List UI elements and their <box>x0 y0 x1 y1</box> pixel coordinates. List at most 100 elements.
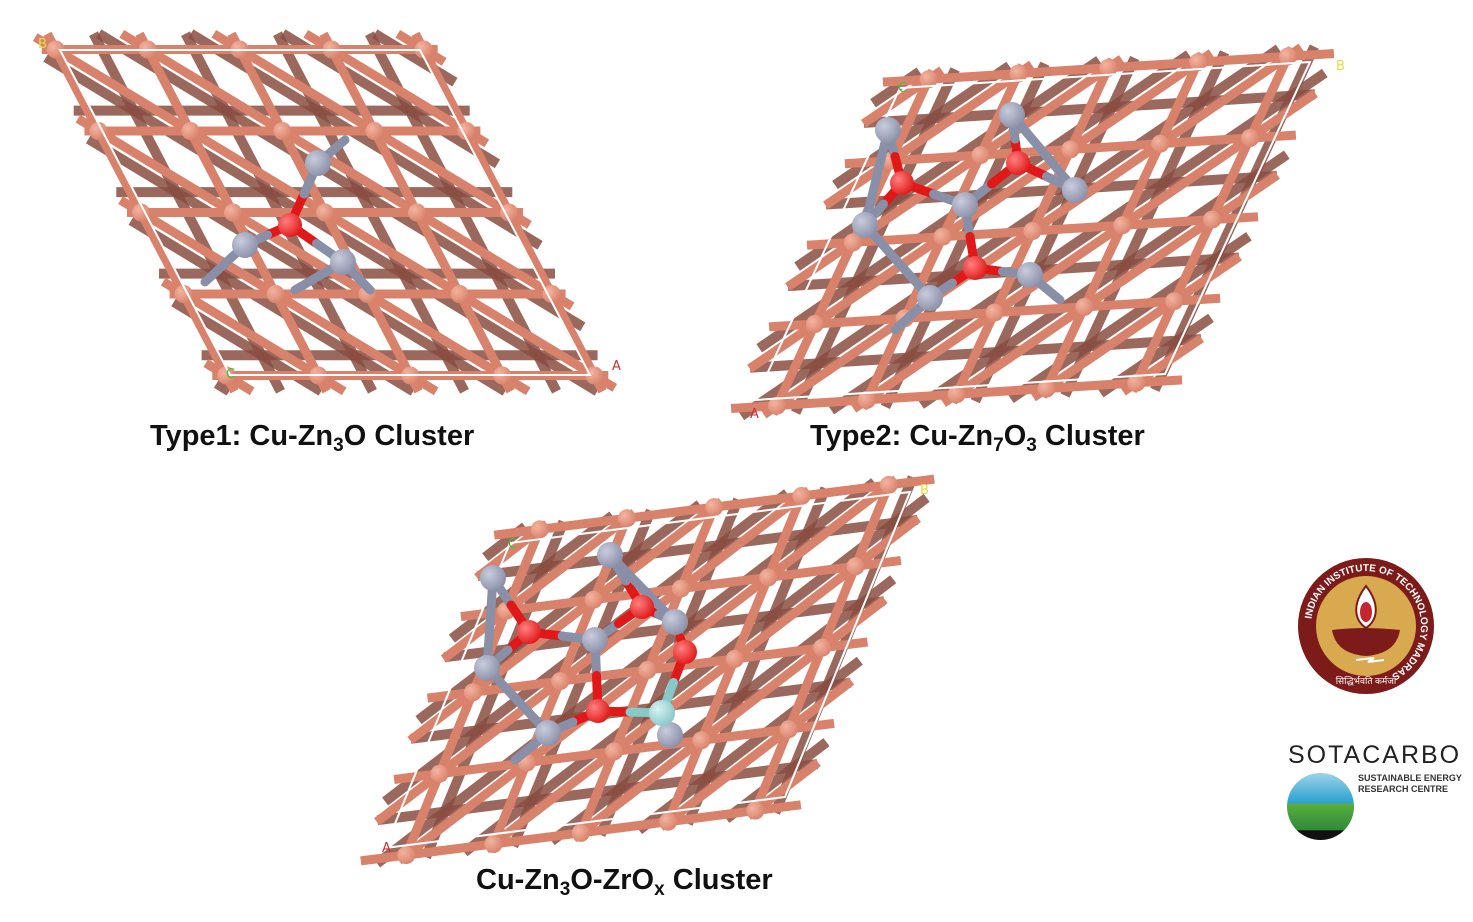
zn-atom <box>474 655 500 681</box>
cu-atom <box>1061 140 1080 159</box>
cu-atom <box>450 285 469 303</box>
caption-subscript: 3 <box>559 879 571 900</box>
bond <box>200 259 230 287</box>
cu-atom <box>414 40 433 59</box>
bond <box>352 271 375 295</box>
caption-text: Cu-Zn <box>476 864 560 896</box>
o-atom <box>630 595 654 619</box>
cu-bond <box>940 171 1280 407</box>
o-atom <box>673 640 697 664</box>
cu-atom <box>273 122 292 140</box>
cu-bond <box>483 514 921 854</box>
axis-label-b: B <box>920 483 929 498</box>
caption-text: Cluster <box>1036 420 1145 452</box>
cu-bond <box>1030 252 1242 402</box>
cu-atom <box>174 285 193 303</box>
axis-label-a: A <box>750 407 759 422</box>
axis-label-b: B <box>1336 59 1345 74</box>
caption-subscript: x <box>654 879 665 900</box>
svg-text:सिद्धिर्भवति कर्मजा: सिद्धिर्भवति कर्मजा <box>1336 675 1397 686</box>
tagline-line-1: SUSTAINABLE ENERGY <box>1358 773 1462 783</box>
o-atom <box>278 213 302 237</box>
cu-atom <box>1113 216 1132 235</box>
o-atom <box>890 171 914 195</box>
cu-bond <box>75 114 531 396</box>
o-atom <box>517 620 541 644</box>
axis-label-a: A <box>612 359 621 374</box>
cu-atom <box>947 385 966 404</box>
cu-bond <box>794 56 1102 271</box>
cu-atom <box>805 315 824 333</box>
zn-atom <box>305 150 331 176</box>
cu-atom <box>846 557 865 576</box>
cu-atom <box>1203 210 1222 229</box>
zn-atom <box>917 285 943 311</box>
cu-atom <box>542 285 561 303</box>
zn-atom <box>657 722 683 748</box>
unit-cell-outline <box>753 60 1312 402</box>
caption-type2: Type2: Cu-Zn7O3 Cluster <box>810 420 1145 457</box>
caption-text: Type1: Cu-Zn <box>150 420 334 452</box>
cu-bond <box>85 134 508 396</box>
cu-atom <box>397 846 416 865</box>
cu-atom <box>1241 129 1260 147</box>
cu-bond <box>213 379 232 396</box>
cu-atom <box>1037 379 1056 398</box>
cu-atom <box>1075 297 1094 316</box>
cu-atom <box>571 823 590 842</box>
cu-atom <box>224 203 242 222</box>
cu-atom <box>768 396 786 415</box>
cu-atom <box>1165 292 1184 311</box>
cu-bond <box>280 29 501 169</box>
cu-atom <box>1127 373 1146 392</box>
cu-atom <box>1279 47 1297 66</box>
cu-atom <box>430 764 449 783</box>
cu-atom <box>132 203 150 222</box>
cu-bond <box>823 60 1035 210</box>
cu-atom <box>779 720 798 739</box>
cu-atom <box>530 520 549 539</box>
cu-bond <box>851 89 1318 413</box>
cu-atom <box>725 649 744 668</box>
cu-bond <box>415 500 703 725</box>
cu-atom <box>1023 222 1042 240</box>
zn-atom <box>1017 262 1043 288</box>
bond <box>290 271 324 295</box>
cu-atom <box>705 498 724 517</box>
cu-bond <box>119 29 575 311</box>
caption-subscript: 3 <box>333 435 344 456</box>
cu-atom <box>605 742 624 761</box>
bond <box>510 742 536 765</box>
cu-bond <box>570 596 888 842</box>
cu-atom <box>843 233 862 252</box>
axis-label-c: C <box>226 367 235 382</box>
zn-atom <box>597 542 623 568</box>
cu-atom <box>217 366 236 385</box>
zn-atom <box>480 565 506 591</box>
caption-text: O <box>343 420 367 452</box>
cu-bond <box>407 498 725 744</box>
cu-atom <box>181 122 200 140</box>
cu-atom <box>365 122 384 140</box>
zn-atom <box>999 102 1025 128</box>
zn-atom <box>1062 177 1088 203</box>
cu-atom <box>46 40 65 59</box>
cu-atom <box>879 475 898 494</box>
cu-atom <box>617 509 636 528</box>
cu-atom <box>985 303 1004 322</box>
cu-atom <box>500 203 518 222</box>
caption-text: Type2: Cu-Zn <box>810 420 994 452</box>
slab-panel-type1: ABC <box>32 29 621 396</box>
cu-atom <box>692 731 711 750</box>
o-atom <box>1006 151 1030 175</box>
cu-bond <box>461 493 930 857</box>
axis-label-c: C <box>508 537 517 552</box>
caption-text: Cluster <box>366 420 475 452</box>
axis-label-c: C <box>898 81 907 96</box>
cu-atom <box>316 203 334 222</box>
caption-text: Cluster <box>664 864 773 896</box>
zn-atom <box>852 212 878 238</box>
o-atom <box>963 256 987 280</box>
cu-atom <box>266 285 285 303</box>
cu-atom <box>759 568 778 587</box>
